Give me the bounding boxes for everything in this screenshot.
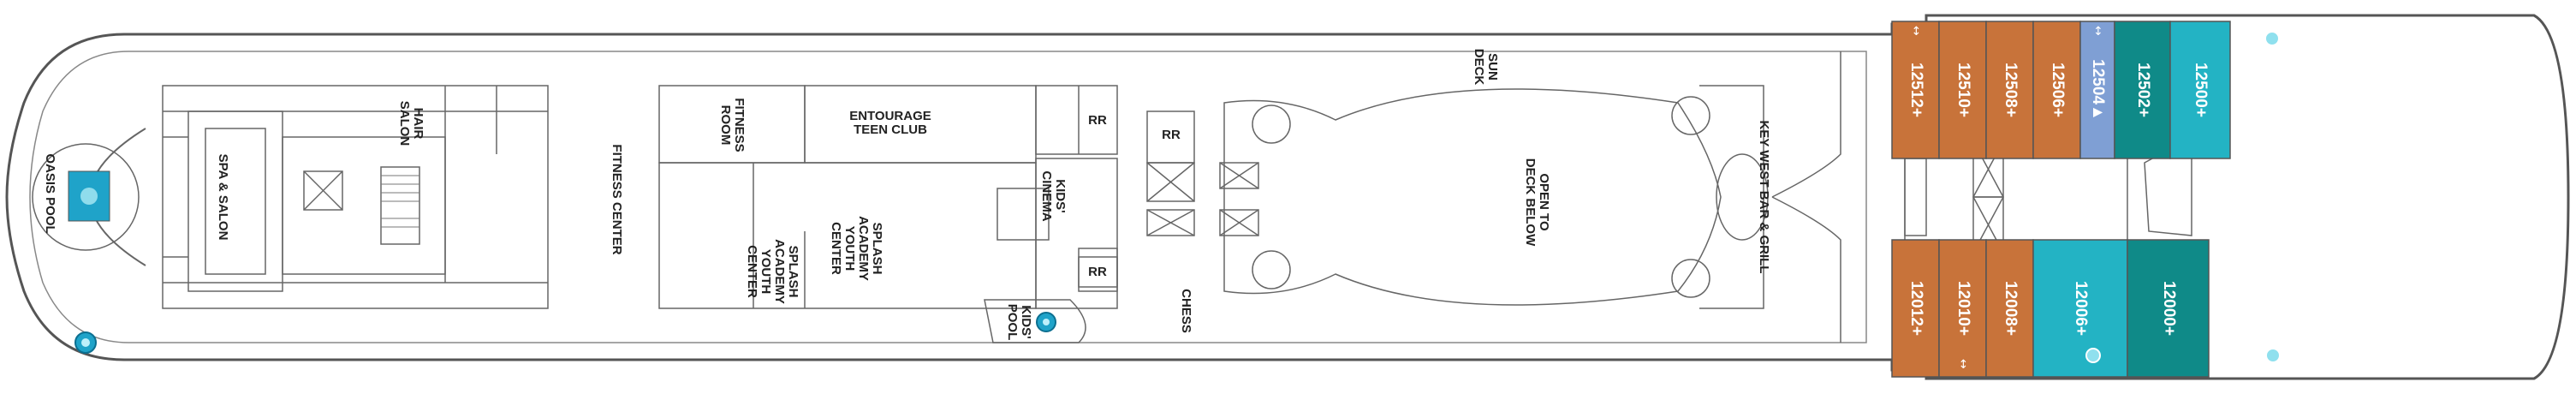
key-west-area xyxy=(1771,51,1841,343)
top-cabin-label-4: 12504▲ xyxy=(2089,59,2107,121)
top-cabin-label-1: 12510+ xyxy=(1954,63,1972,117)
rr-elevator-block xyxy=(1146,110,1259,236)
kids-pool-area xyxy=(984,299,1086,343)
connecting-arrow-icon: ↕ xyxy=(1911,25,1922,39)
hair-salon-label: HAIR SALON xyxy=(397,100,425,146)
top-cabin-label-0: 12512+ xyxy=(1907,63,1925,117)
bottom-cabin-label-1: 12010+ xyxy=(1954,281,1972,336)
bottom-cabin-label-3: 12006+ xyxy=(2072,281,2090,336)
bottom-cabin-label-2: 12008+ xyxy=(2001,281,2020,336)
kids-cinema-label: KIDS' CINEMA xyxy=(1039,170,1068,222)
hot-tub-icon-0 xyxy=(2264,31,2280,46)
top-cabin-2[interactable] xyxy=(1985,21,2034,159)
rr-label-3: RR xyxy=(1088,265,1107,279)
sun-deck-label: SUN DECK xyxy=(1472,48,1500,86)
spa-salon-label: SPA & SALON xyxy=(216,153,230,241)
top-cabin-label-6: 12500+ xyxy=(2192,63,2210,117)
hot-tub-icon-1 xyxy=(2085,348,2101,363)
oasis-pool-label: OASIS POOL xyxy=(43,153,57,234)
oasis-pool xyxy=(68,170,110,222)
bottom-cabin-label-0: 12012+ xyxy=(1907,281,1925,336)
kids-pool-label: KIDS' POOL xyxy=(1005,303,1033,341)
key-west-label: KEY WEST BAR & GRILL xyxy=(1757,120,1771,274)
fitness-room-label: FITNESS ROOM xyxy=(718,98,747,152)
bottom-cabin-label-4: 12000+ xyxy=(2159,281,2178,336)
bottom-cabin-1[interactable] xyxy=(1938,239,1987,378)
top-cabin-4[interactable] xyxy=(2079,21,2115,159)
bottom-cabin-3[interactable] xyxy=(2032,239,2128,378)
bottom-cabin-0[interactable] xyxy=(1891,239,1940,378)
splash-academy-label-2: SPLASH ACADEMY YOUTH CENTER xyxy=(829,216,884,281)
splash-academy-label-1: SPLASH ACADEMY YOUTH CENTER xyxy=(745,239,800,304)
top-cabin-label-5: 12502+ xyxy=(2133,63,2152,117)
top-cabin-label-3: 12506+ xyxy=(2048,63,2067,117)
fitness-center-label: FITNESS CENTER xyxy=(610,144,624,255)
chess-label: CHESS xyxy=(1179,289,1193,333)
hull-inner xyxy=(29,51,1867,343)
bottom-cabin-4[interactable] xyxy=(2127,239,2210,378)
top-cabin-1[interactable] xyxy=(1938,21,1987,159)
rr-label-1: RR xyxy=(1088,113,1107,128)
rr-label-2: RR xyxy=(1162,128,1181,142)
connecting-arrow-icon: ↕ xyxy=(1958,358,1969,372)
open-deck-outline xyxy=(1223,88,1722,306)
open-deck-label: OPEN TO DECK BELOW xyxy=(1523,158,1551,247)
connecting-arrow-icon: ↕ xyxy=(2093,25,2103,39)
fitness-block xyxy=(658,85,1118,309)
top-cabin-label-2: 12508+ xyxy=(2001,63,2020,117)
hot-tub-icon-2 xyxy=(2265,348,2281,363)
entourage-label: ENTOURAGE TEEN CLUB xyxy=(849,109,931,137)
top-cabin-0[interactable] xyxy=(1891,21,1940,159)
top-cabin-6[interactable] xyxy=(2169,21,2231,159)
spa-block xyxy=(162,85,549,309)
